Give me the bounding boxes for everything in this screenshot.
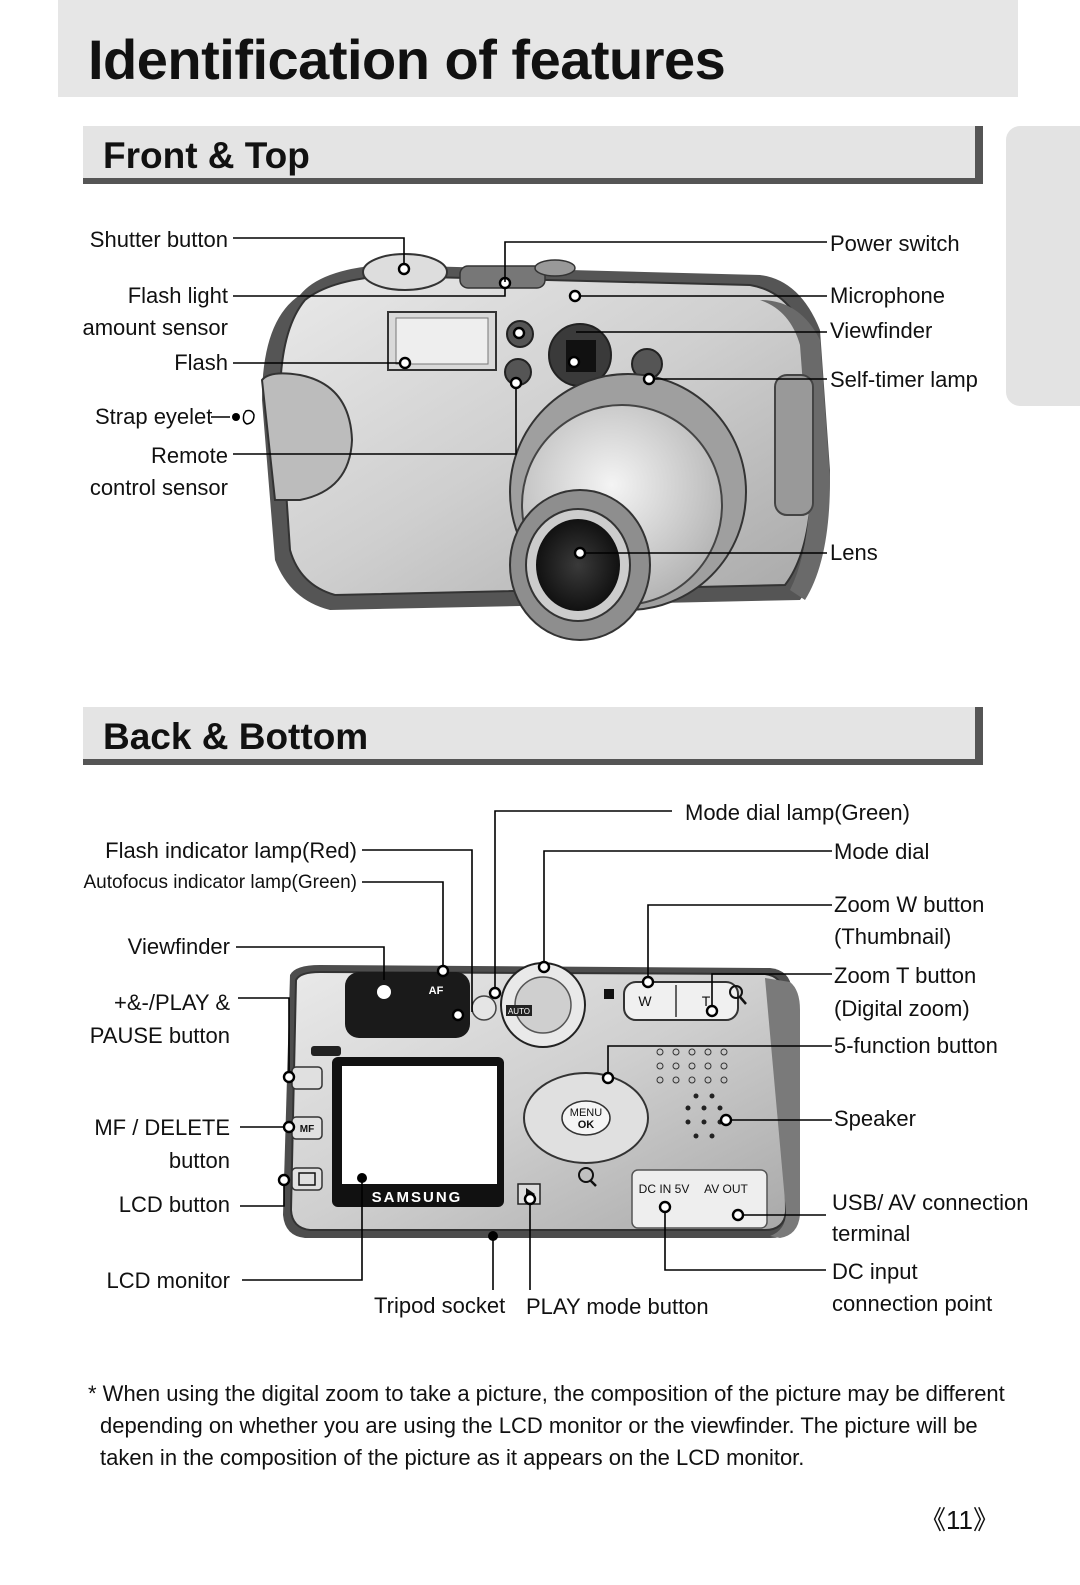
label-strap-eyelet: Strap eyelet — [95, 404, 213, 429]
section-title-back: Back & Bottom — [103, 716, 369, 757]
label-shutter-button: Shutter button — [89, 227, 228, 252]
label-play-pause-line2: PAUSE button — [89, 1023, 230, 1048]
label-flash-light-sensor-line2: amount sensor — [82, 315, 228, 340]
label-microphone: Microphone — [830, 283, 945, 308]
label-mode-dial: Mode dial — [834, 839, 930, 864]
label-remote-sensor-line1: Remote — [150, 443, 228, 468]
label-play-pause-line1: +&-/PLAY & — [114, 990, 230, 1015]
label-remote-sensor-line2: control sensor — [89, 475, 228, 500]
label-zoom-w-line2: (Thumbnail) — [834, 924, 952, 949]
label-flash-light-sensor-line1: Flash light — [127, 283, 228, 308]
page-number: 《11》 — [920, 1505, 999, 1535]
title-bar: Identification of features — [58, 0, 1018, 97]
label-power-switch: Power switch — [830, 231, 960, 256]
label-lcd-monitor: LCD monitor — [106, 1268, 230, 1293]
label-zoom-t-line1: Zoom T button — [834, 963, 977, 988]
label-self-timer-lamp: Self-timer lamp — [830, 367, 978, 392]
label-af-indicator: Autofocus indicator lamp(Green) — [83, 872, 357, 893]
label-lens: Lens — [830, 540, 878, 565]
mf-text: MF — [300, 1124, 314, 1135]
side-tab — [1006, 126, 1080, 406]
section-header-front: Front & Top — [83, 126, 983, 184]
section-title-front: Front & Top — [103, 135, 310, 176]
zoom-t-text: T — [702, 993, 711, 1009]
front-camera-illustration — [260, 253, 830, 641]
label-mf-delete-line1: MF / DELETE — [94, 1115, 230, 1140]
af-text: AF — [429, 985, 444, 997]
av-out-text: AV OUT — [704, 1182, 748, 1196]
label-dc-input-line1: DC input — [832, 1259, 918, 1284]
label-speaker: Speaker — [834, 1106, 916, 1131]
brand-logo-text: SAMSUNG — [372, 1189, 463, 1206]
label-flash-indicator: Flash indicator lamp(Red) — [105, 838, 357, 863]
ok-text: OK — [578, 1119, 595, 1131]
label-viewfinder-back: Viewfinder — [127, 934, 230, 959]
label-zoom-w-line1: Zoom W button — [834, 892, 985, 917]
label-flash: Flash — [174, 350, 228, 375]
label-usb-av-line2: terminal — [832, 1221, 911, 1246]
label-lcd-button: LCD button — [118, 1192, 230, 1217]
menu-text: MENU — [570, 1107, 602, 1119]
label-mode-dial-lamp: Mode dial lamp(Green) — [685, 800, 910, 825]
label-usb-av-line1: USB/ AV connection — [832, 1190, 1029, 1215]
dc-in-text: DC IN 5V — [639, 1182, 690, 1196]
label-dc-input-line2: connection point — [832, 1291, 993, 1316]
label-mf-delete-line2: button — [168, 1148, 230, 1173]
footnote-line-3: taken in the composition of the picture … — [100, 1445, 805, 1470]
section-header-back: Back & Bottom — [83, 707, 983, 765]
label-viewfinder-front: Viewfinder — [830, 318, 933, 343]
label-play-mode-button: PLAY mode button — [526, 1294, 709, 1319]
label-zoom-t-line2: (Digital zoom) — [834, 996, 970, 1021]
label-tripod-socket: Tripod socket — [374, 1293, 506, 1318]
front-leader-lines — [211, 237, 827, 560]
back-camera-illustration: AUTO W T SAMSUNG MF MENU OK — [283, 962, 800, 1238]
footnote-line-1: * When using the digital zoom to take a … — [88, 1381, 1005, 1406]
back-leader-lines — [236, 810, 832, 1290]
dial-auto-text: AUTO — [508, 1007, 530, 1016]
page-title: Identification of features — [88, 28, 726, 91]
footnote-line-2: depending on whether you are using the L… — [100, 1413, 978, 1438]
label-five-function-button: 5-function button — [834, 1033, 998, 1058]
footnote: * When using the digital zoom to take a … — [88, 1378, 1018, 1474]
zoom-w-text: W — [638, 993, 652, 1009]
